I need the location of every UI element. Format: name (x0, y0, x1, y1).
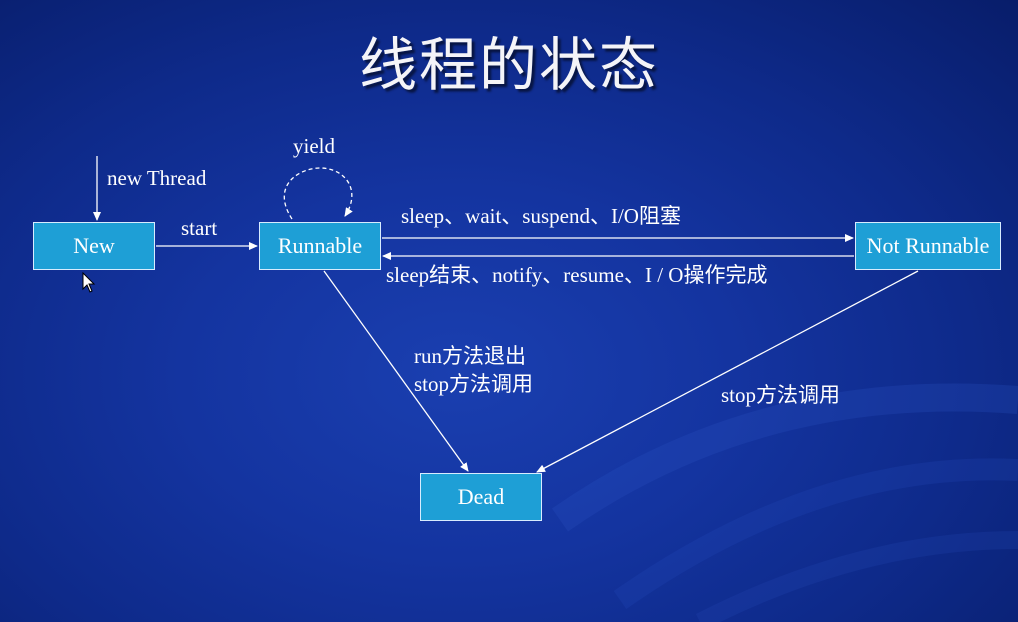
state-runnable: Runnable (259, 222, 381, 270)
state-new: New (33, 222, 155, 270)
label-run-exit-line2: stop方法调用 (414, 372, 534, 397)
label-run-exit-line1: run方法退出 (414, 344, 526, 368)
label-stop: stop方法调用 (721, 383, 841, 407)
arrow-yield (283, 167, 353, 220)
label-start: start (181, 216, 218, 240)
label-run-exit: run方法退出 stop方法调用 (414, 342, 533, 399)
state-not-runnable: Not Runnable (855, 222, 1001, 270)
label-new-thread: new Thread (107, 166, 207, 190)
page-title: 线程的状态 (358, 31, 659, 99)
mouse-cursor-icon (82, 272, 96, 293)
arrow-stop (536, 270, 919, 473)
label-yield: yield (293, 134, 335, 158)
state-dead: Dead (420, 473, 542, 521)
arrow-run-exit (323, 270, 469, 472)
label-unblock: sleep结束、notify、resume、I / O操作完成 (386, 263, 768, 287)
label-block: sleep、wait、suspend、I/O阻塞 (401, 204, 681, 228)
